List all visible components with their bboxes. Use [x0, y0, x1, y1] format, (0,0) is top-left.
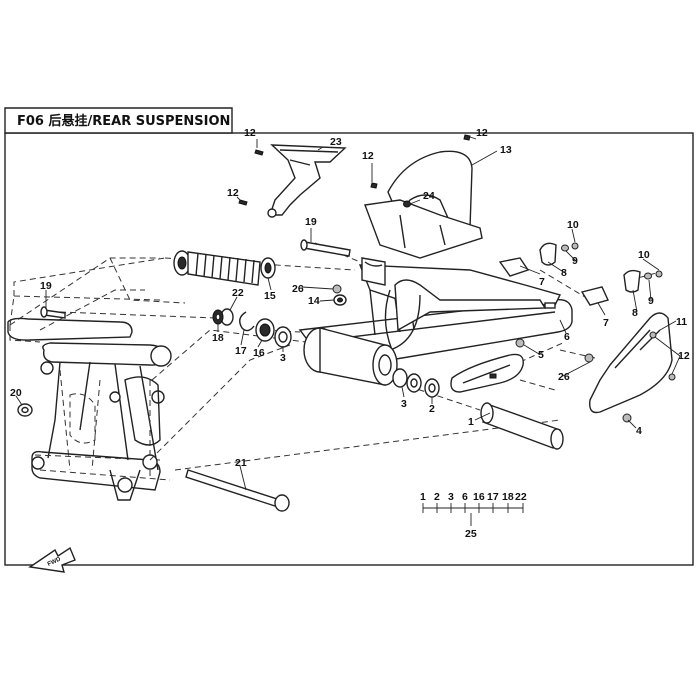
- frame-ghost: [7, 257, 186, 501]
- callout-7: 7: [603, 317, 609, 329]
- callout-20: 20: [10, 387, 22, 399]
- chain-guide: [450, 353, 524, 393]
- callout-21: 21: [235, 457, 247, 469]
- kit-member: 3: [448, 491, 454, 503]
- kit-member: 6: [462, 491, 468, 503]
- title-box: F06 后悬挂/REAR SUSPENSION: [4, 107, 233, 134]
- callout-14: 14: [308, 295, 320, 307]
- callout-18: 18: [212, 332, 224, 344]
- leader-lines: [15, 136, 681, 526]
- page-title: F06 后悬挂/REAR SUSPENSION: [17, 113, 230, 129]
- callout-12: 12: [678, 350, 690, 362]
- callout-26: 26: [292, 283, 304, 295]
- kit-callouts: 1 2 3 6 16 17 18 22 25: [420, 491, 527, 540]
- callout-12: 12: [244, 127, 256, 139]
- callout-26: 26: [558, 371, 570, 383]
- callout-13: 13: [500, 144, 512, 156]
- drawing-frame: [4, 132, 694, 566]
- fwd-label: FWD: [47, 556, 63, 567]
- callout-1: 1: [468, 416, 474, 428]
- fwd-arrow: FWD: [28, 546, 76, 573]
- callout-10: 10: [638, 249, 650, 261]
- kit-member: 17: [487, 491, 499, 503]
- swingarm: [298, 257, 573, 386]
- callout-9: 9: [572, 255, 578, 267]
- callout-11: 11: [676, 316, 687, 328]
- callout-19: 19: [40, 280, 52, 292]
- callout-19: 19: [305, 216, 317, 228]
- callout-3: 3: [401, 398, 407, 410]
- callout-8: 8: [561, 267, 567, 279]
- kit-member: 22: [515, 491, 527, 503]
- callout-10: 10: [567, 219, 579, 231]
- callout-labels: 12 23 12 12 12 13 24 19 10 9 8 7 10 9 8 …: [10, 127, 690, 469]
- callout-15: 15: [264, 290, 276, 302]
- callout-22: 22: [232, 287, 244, 299]
- callout-6: 6: [564, 331, 570, 343]
- callout-12: 12: [362, 150, 374, 162]
- rear-fender: [364, 150, 483, 259]
- callout-16: 16: [253, 347, 265, 359]
- shock-absorber: [173, 250, 276, 286]
- kit-member: 1: [420, 491, 426, 503]
- kit-member: 16: [473, 491, 485, 503]
- callout-4: 4: [636, 425, 642, 437]
- kit-label: 25: [465, 528, 477, 540]
- callout-8: 8: [632, 307, 638, 319]
- callout-12: 12: [227, 187, 239, 199]
- callout-23: 23: [330, 136, 342, 148]
- callout-12: 12: [476, 127, 488, 139]
- small-parts: [17, 134, 676, 423]
- callout-5: 5: [538, 349, 544, 361]
- sleeve-1: [480, 402, 564, 450]
- bracket: [267, 144, 347, 218]
- callout-17: 17: [235, 345, 247, 357]
- callout-9: 9: [648, 295, 654, 307]
- kit-member: 2: [434, 491, 440, 503]
- kit-member: 18: [502, 491, 514, 503]
- callout-3: 3: [280, 352, 286, 364]
- axle-21: [185, 469, 290, 512]
- callout-7: 7: [539, 276, 545, 288]
- callout-24: 24: [423, 190, 435, 202]
- callout-2: 2: [429, 403, 435, 415]
